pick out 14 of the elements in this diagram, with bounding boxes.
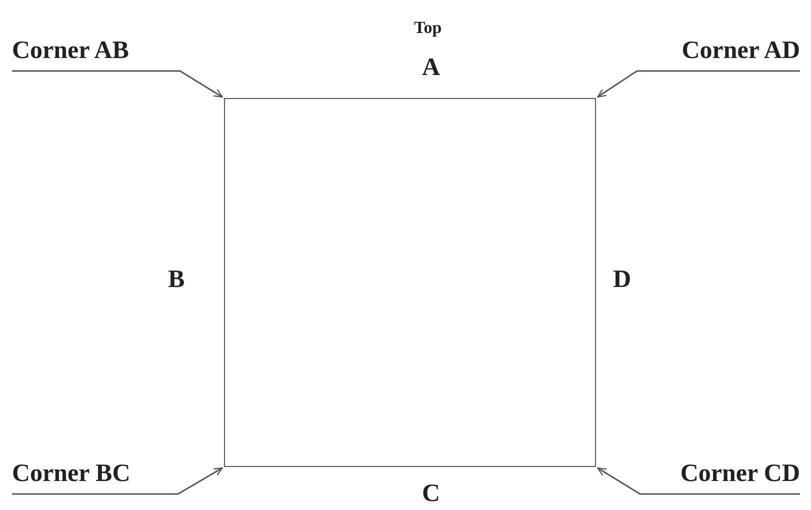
side-label: D — [613, 266, 632, 294]
leader-arrow — [597, 467, 800, 495]
corner-label: Corner AD — [682, 36, 800, 66]
corner-label: Corner AB — [12, 36, 129, 66]
top-label: Top — [414, 17, 442, 39]
leader-arrow — [12, 467, 223, 495]
corner-label: Corner CD — [680, 459, 800, 489]
corner-label: Corner BC — [12, 459, 130, 489]
leader-arrow — [597, 70, 800, 98]
side-label: B — [168, 266, 185, 294]
square-outline — [224, 98, 596, 467]
side-label: A — [422, 54, 440, 82]
leader-arrow — [12, 70, 223, 98]
side-label: C — [422, 480, 440, 508]
